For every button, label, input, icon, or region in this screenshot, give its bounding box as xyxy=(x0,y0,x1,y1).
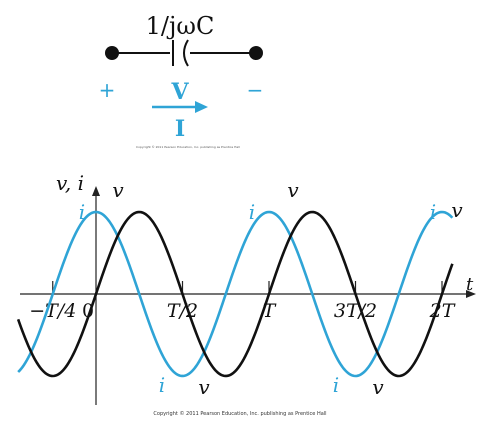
current-curve-label: i xyxy=(333,373,339,397)
current-waveform xyxy=(17,210,454,378)
voltage-phasor-label: V xyxy=(170,79,189,105)
current-arrow xyxy=(152,101,208,113)
voltage-curve-label: v xyxy=(287,178,299,202)
current-curve-label: i xyxy=(430,200,436,224)
x-axis-label: t xyxy=(466,274,474,295)
x-tick-label: T/2 xyxy=(167,300,198,322)
copyright-small: Copyright © 2011 Pearson Education, Inc.… xyxy=(136,145,240,149)
x-tick-label: 3T/2 xyxy=(334,300,377,322)
current-curve-label: i xyxy=(79,200,85,224)
voltage-curve-label: v xyxy=(198,375,210,399)
copyright: Copyright © 2011 Pearson Education, Inc.… xyxy=(153,410,326,417)
capacitor-circuit: 1/jωC + − V I Copyright © 2011 Pearson E… xyxy=(99,12,264,149)
current-curve-label: i xyxy=(249,200,255,224)
impedance-label: 1/jωC xyxy=(146,12,215,40)
current-phasor-label: I xyxy=(175,116,185,142)
capacitor-plate-right xyxy=(183,39,189,67)
minus-sign: − xyxy=(247,78,264,102)
right-terminal xyxy=(249,46,263,60)
voltage-curve-label: v xyxy=(112,178,124,202)
left-terminal xyxy=(105,46,119,60)
voltage-curve-label: v xyxy=(451,198,463,222)
x-ticks xyxy=(52,281,443,294)
x-axis-arrow xyxy=(466,290,476,298)
voltage-waveform xyxy=(16,210,454,378)
y-axis-arrow xyxy=(92,186,100,196)
plus-sign: + xyxy=(99,78,116,102)
y-axis-label: v, i xyxy=(56,171,84,195)
current-curve-label: i xyxy=(159,373,165,397)
x-tick-label: −T/4 xyxy=(29,300,76,322)
voltage-curve-label: v xyxy=(372,375,384,399)
